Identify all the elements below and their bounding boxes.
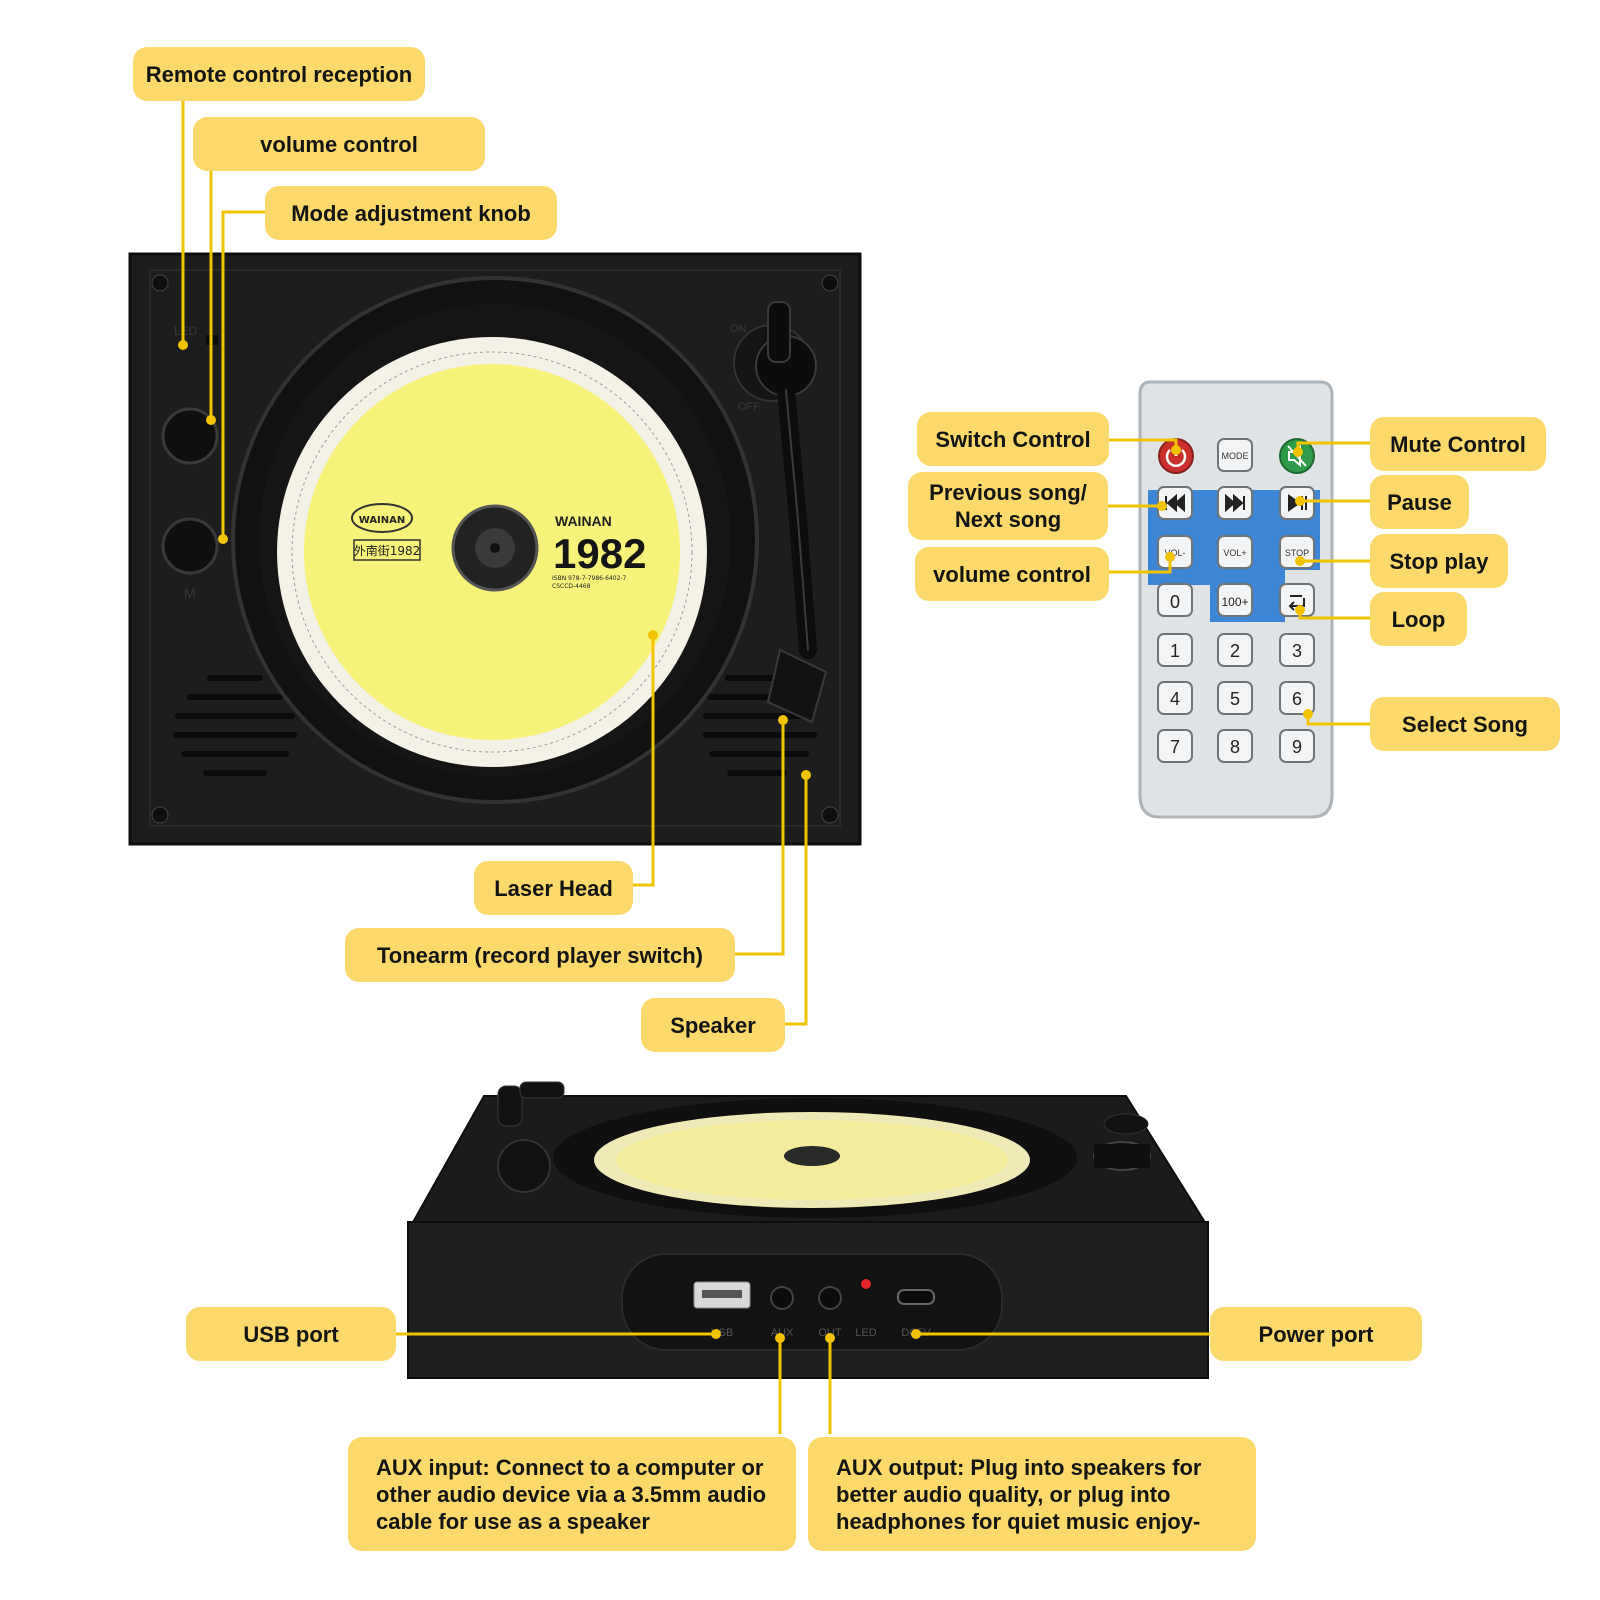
volume-knob[interactable] — [161, 407, 219, 465]
aux-output-jack[interactable] — [818, 1286, 842, 1310]
speaker-grille-left — [173, 675, 297, 776]
digit-4-button[interactable] — [1157, 681, 1193, 715]
label-mute-control: Mute Control — [1370, 417, 1546, 471]
tonearm[interactable] — [733, 301, 828, 724]
digit-2-button[interactable] — [1217, 633, 1253, 667]
port-panel — [621, 1253, 1003, 1351]
label-volume-control-remote: volume control — [915, 547, 1109, 601]
label-power-port: Power port — [1210, 1307, 1422, 1361]
speaker-grille-right — [703, 675, 817, 776]
led-port-mark: LED — [855, 1327, 876, 1339]
aux-input-jack[interactable] — [770, 1286, 794, 1310]
label-aux-output: AUX output: Plug into speakers for bette… — [808, 1437, 1256, 1551]
label-stop-play: Stop play — [1370, 534, 1508, 588]
vol-plus-label: VOL+ — [1223, 548, 1246, 558]
digit-0-label: 0 — [1170, 592, 1180, 612]
digit-1-label: 1 — [1170, 641, 1180, 661]
remote-control: MODE VOL- VOL+ STOP 0 100+ 1 2 3 4 5 6 7 8 9 — [1138, 380, 1334, 819]
digit-5-button[interactable] — [1217, 681, 1253, 715]
next-icon — [1225, 493, 1245, 513]
out-mark: OUT — [818, 1327, 842, 1339]
digit-8-label: 8 — [1230, 737, 1240, 757]
digit-7-label: 7 — [1170, 737, 1180, 757]
hundred-plus-label: 100+ — [1221, 595, 1248, 609]
digit-1-button[interactable] — [1157, 633, 1193, 667]
label-tonearm: Tonearm (record player switch) — [345, 928, 735, 982]
disc-brand-small: WAINAN — [359, 515, 406, 526]
digit-5-label: 5 — [1230, 689, 1240, 709]
digit-2-label: 2 — [1230, 641, 1240, 661]
mode-button[interactable] — [1217, 438, 1253, 472]
label-remote-reception: Remote control reception — [133, 47, 425, 101]
label-pause: Pause — [1370, 475, 1469, 529]
label-prev-next: Previous song/ Next song — [908, 472, 1108, 540]
off-mark: OFF — [738, 401, 760, 413]
digit-3-label: 3 — [1292, 641, 1302, 661]
disc-sticker: 外南街1982 — [354, 543, 421, 558]
power-port[interactable] — [897, 1289, 935, 1305]
label-switch-control: Switch Control — [917, 412, 1109, 466]
led-mark: LED — [174, 324, 198, 338]
digit-9-label: 9 — [1292, 737, 1302, 757]
digit-9-button[interactable] — [1279, 729, 1315, 763]
vol-plus-button[interactable] — [1217, 535, 1253, 569]
led-indicator — [861, 1279, 871, 1289]
label-speaker: Speaker — [641, 998, 785, 1052]
digit-0-button[interactable] — [1157, 583, 1193, 617]
digit-3-button[interactable] — [1279, 633, 1315, 667]
hundred-plus-button[interactable] — [1217, 583, 1253, 617]
mode-knob[interactable] — [161, 517, 219, 575]
disc-year: 1982 — [553, 530, 646, 577]
disc-isbn: ISBN 978-7-7986-6402-7 — [552, 575, 627, 582]
label-loop: Loop — [1370, 592, 1467, 646]
mode-button-label: MODE — [1222, 451, 1249, 461]
cd-player-front-view: USB AUX OUT LED DC5V — [407, 1081, 1209, 1379]
stop-label: STOP — [1285, 548, 1309, 558]
vol-minus-label: VOL- — [1164, 548, 1185, 558]
disc-brand: WAINAN — [555, 513, 612, 529]
label-aux-input: AUX input: Connect to a computer or othe… — [348, 1437, 796, 1551]
mode-mark: M — [184, 585, 196, 601]
digit-6-button[interactable] — [1279, 681, 1315, 715]
digit-8-button[interactable] — [1217, 729, 1253, 763]
label-laser-head: Laser Head — [474, 861, 633, 915]
loop-icon — [1288, 595, 1305, 611]
digit-6-label: 6 — [1292, 689, 1302, 709]
digit-4-label: 4 — [1170, 689, 1180, 709]
disc-code: CSCCD-4468 — [552, 583, 591, 590]
digit-7-button[interactable] — [1157, 729, 1193, 763]
on-mark: ON — [730, 323, 747, 335]
label-usb-port: USB port — [186, 1307, 396, 1361]
label-select-song: Select Song — [1370, 697, 1560, 751]
label-volume-control-top: volume control — [193, 117, 485, 171]
cd-player-top-view: WAINAN 外南街1982 WAINAN 1982 ISBN 978-7-79… — [128, 252, 862, 846]
label-mode-knob: Mode adjustment knob — [265, 186, 557, 240]
loop-button[interactable] — [1279, 583, 1315, 617]
